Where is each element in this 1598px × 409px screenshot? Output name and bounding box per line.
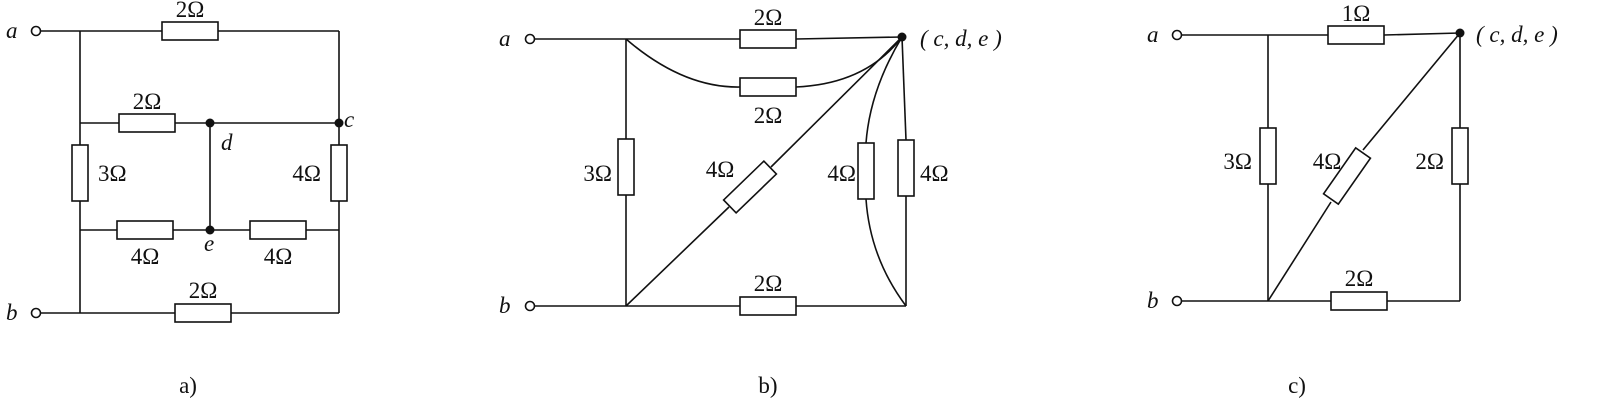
- wire: [625, 38, 741, 88]
- resistor-curve-right-b: [857, 142, 875, 200]
- node-label-c: c: [344, 107, 354, 132]
- resistor-bottom-c: [1330, 291, 1388, 311]
- resistor-value: 4Ω: [264, 244, 293, 269]
- wire: [795, 36, 903, 88]
- node-label-cde: ( c, d, e ): [1476, 22, 1558, 47]
- resistor-value: 2Ω: [133, 89, 162, 114]
- wire: [1362, 32, 1461, 151]
- resistor-right-a: [330, 144, 348, 202]
- resistor-value: 3Ω: [1223, 149, 1252, 174]
- resistor-curve-top-b: [739, 77, 797, 97]
- node-cde-b: [897, 32, 907, 42]
- node-e: [205, 225, 215, 235]
- node-cde-c: [1455, 28, 1465, 38]
- resistor-value: 2Ω: [189, 278, 218, 303]
- terminal-b-c: [1171, 295, 1183, 307]
- resistor-bottom-b: [739, 296, 797, 316]
- wire: [625, 206, 730, 307]
- resistor-diagonal-c: [1322, 146, 1372, 206]
- terminal-a-a: [30, 25, 42, 37]
- node-c: [334, 118, 344, 128]
- node-d: [205, 118, 215, 128]
- resistor-diagonal-b: [722, 159, 778, 215]
- wire: [770, 36, 903, 168]
- resistor-value: 2Ω: [176, 0, 205, 22]
- resistor-value: 4Ω: [1313, 149, 1342, 174]
- resistor-value: 2Ω: [1345, 266, 1374, 291]
- resistor-value: 4Ω: [292, 161, 321, 186]
- figure-a: a b c d e 2Ω 2Ω 3Ω 4Ω 4Ω 4Ω 2Ω a): [6, 0, 354, 398]
- resistor-value: 2Ω: [754, 5, 783, 30]
- terminal-label-b: b: [1147, 288, 1159, 313]
- wire: [865, 36, 903, 144]
- wire: [1267, 201, 1332, 302]
- wire: [901, 36, 907, 141]
- wire: [1383, 32, 1461, 36]
- resistor-right-c: [1451, 127, 1469, 185]
- resistor-value: 4Ω: [920, 161, 949, 186]
- resistor-top-b: [739, 29, 797, 49]
- figure-caption-a: a): [179, 373, 197, 398]
- terminal-label-a: a: [499, 26, 511, 51]
- terminal-label-b: b: [6, 300, 18, 325]
- resistor-bottom-a: [174, 303, 232, 323]
- resistor-lower-left-a: [116, 220, 174, 240]
- resistor-top-a: [161, 21, 219, 41]
- resistor-left-b: [617, 138, 635, 196]
- terminal-label-a: a: [1147, 22, 1159, 47]
- resistor-value: 4Ω: [131, 244, 160, 269]
- resistor-value: 4Ω: [827, 161, 856, 186]
- node-label-e: e: [204, 231, 214, 256]
- figure-b: a b ( c, d, e ) 2Ω 2Ω 3Ω 4Ω 4Ω 4Ω 2Ω b): [499, 5, 1002, 398]
- node-label-d: d: [221, 130, 233, 155]
- resistor-lower-right-a: [249, 220, 307, 240]
- terminal-label-b: b: [499, 293, 511, 318]
- terminal-label-a: a: [6, 18, 18, 43]
- node-label-cde: ( c, d, e ): [920, 26, 1002, 51]
- terminal-b-a: [30, 307, 42, 319]
- figure-caption-c: c): [1288, 373, 1306, 398]
- resistor-value: 1Ω: [1342, 1, 1371, 26]
- figure-caption-b: b): [758, 373, 777, 398]
- resistor-left-c: [1259, 127, 1277, 185]
- resistor-value: 4Ω: [706, 157, 735, 182]
- resistor-mid-a: [118, 113, 176, 133]
- terminal-a-b: [524, 33, 536, 45]
- terminal-a-c: [1171, 29, 1183, 41]
- resistor-top-c: [1327, 25, 1385, 45]
- resistor-right-b: [897, 139, 915, 197]
- resistor-value: 3Ω: [98, 161, 127, 186]
- wire: [865, 198, 907, 307]
- figure-c: a b ( c, d, e ) 1Ω 3Ω 4Ω 2Ω 2Ω c): [1147, 1, 1558, 398]
- resistor-left-a: [71, 144, 89, 202]
- terminal-b-b: [524, 300, 536, 312]
- resistor-value: 2Ω: [754, 103, 783, 128]
- resistor-value: 2Ω: [1415, 149, 1444, 174]
- resistor-value: 2Ω: [754, 271, 783, 296]
- wire: [795, 36, 903, 40]
- resistor-value: 3Ω: [583, 161, 612, 186]
